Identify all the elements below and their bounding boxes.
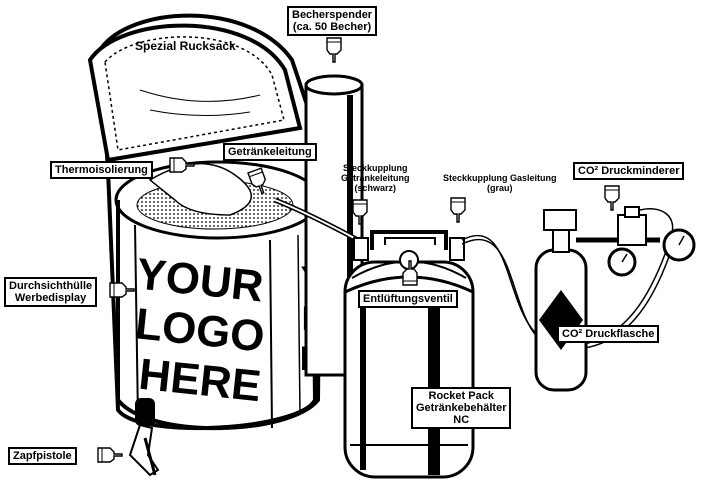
label-spezial-rucksack: Spezial Rucksack — [132, 39, 239, 53]
label-line: (grau) — [487, 183, 513, 193]
pointing-hand-icon — [326, 37, 342, 63]
label-text: Thermoisolierung — [55, 164, 148, 176]
label-co2-druckminderer: CO² Druckminderer — [573, 162, 685, 180]
label-line: (ca. 50 Becher) — [292, 21, 372, 33]
label-zapfpistole: Zapfpistole — [8, 447, 77, 465]
label-steckkupplung-getraenkeleitung: Steckkupplung Getränkeleitung (schwarz) — [338, 162, 413, 194]
label-getraenkeleitung: Getränkeleitung — [223, 143, 317, 161]
pointing-hand-icon — [97, 447, 123, 463]
label-line: Rocket Pack — [428, 390, 494, 402]
label-line: Durchsichthülle — [9, 280, 93, 292]
label-line: Becherspender — [292, 9, 373, 21]
label-co2-druckflasche: CO² Druckflasche — [557, 325, 660, 343]
co2-regulator — [576, 206, 696, 277]
label-line: Steckkupplung — [343, 163, 408, 173]
label-text: Zapfpistole — [13, 450, 72, 462]
pointing-hand-icon — [450, 197, 466, 223]
label-durchsichthuelle: Durchsichthülle Werbedisplay — [4, 277, 98, 307]
label-thermoisolierung: Thermoisolierung — [50, 161, 153, 179]
label-text: CO² Druckflasche — [562, 328, 655, 340]
pointing-hand-icon — [604, 185, 620, 211]
label-rocket-pack: Rocket Pack Getränkebehälter NC — [411, 387, 512, 429]
label-line: (schwarz) — [354, 183, 397, 193]
label-text: Getränkeleitung — [228, 146, 312, 158]
label-entlueftungsventil: Entlüftungsventil — [358, 290, 458, 308]
logo-panel: YOUR LOGO HERE Y L H — [133, 249, 324, 411]
label-text: CO² Druckminderer — [578, 165, 680, 177]
label-steckkupplung-gasleitung: Steckkupplung Gasleitung (grau) — [440, 172, 560, 194]
co2-bottle — [534, 209, 588, 392]
label-line: Steckkupplung Gasleitung — [443, 173, 557, 183]
label-line: Getränkeleitung — [341, 173, 410, 183]
label-line: Werbedisplay — [14, 292, 87, 304]
label-text: Spezial Rucksack — [135, 39, 236, 53]
backpack — [87, 13, 322, 477]
label-line: NC — [453, 414, 470, 426]
label-line: Getränkebehälter — [416, 402, 507, 414]
label-text: Entlüftungsventil — [363, 293, 453, 305]
label-becherspender: Becherspender (ca. 50 Becher) — [287, 6, 378, 36]
